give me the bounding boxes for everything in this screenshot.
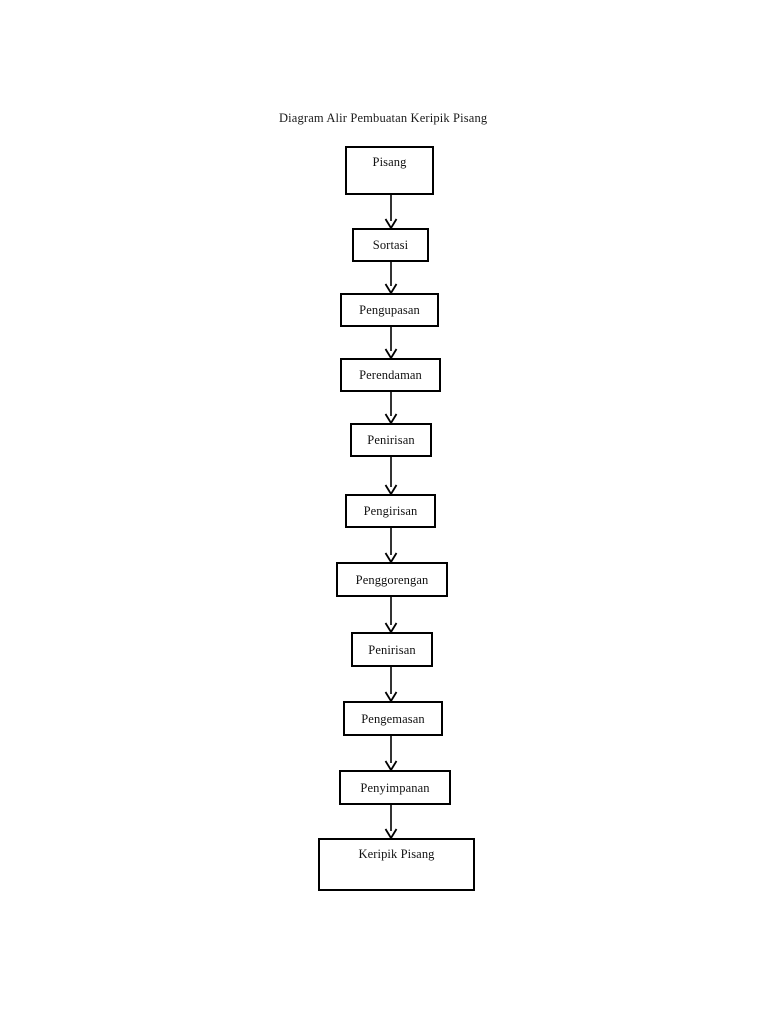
flow-node-keripik-pisang[interactable]: Keripik Pisang	[318, 838, 475, 891]
flow-node-penyimpanan[interactable]: Penyimpanan	[339, 770, 451, 805]
flow-node-penggorengan[interactable]: Penggorengan	[336, 562, 448, 597]
flow-node-label: Perendaman	[359, 368, 422, 382]
arrow-down-icon	[383, 667, 399, 703]
arrow-down-icon	[383, 262, 399, 295]
flow-node-label: Pisang	[372, 155, 407, 169]
arrow-down-icon	[383, 736, 399, 772]
flow-node-pengemasan[interactable]: Pengemasan	[343, 701, 443, 736]
flow-node-label: Pengemasan	[361, 711, 425, 726]
flow-node-pengirisan[interactable]: Pengirisan	[345, 494, 436, 528]
arrow-down-icon	[383, 528, 399, 564]
flow-node-label: Pengupasan	[359, 303, 420, 317]
page-title: Diagram Alir Pembuatan Keripik Pisang	[279, 111, 488, 125]
arrow-down-icon	[383, 327, 399, 360]
arrow-down-icon	[383, 457, 399, 496]
arrow-down-icon	[383, 805, 399, 840]
flow-node-label: Penirisan	[368, 642, 416, 657]
flow-node-perendaman[interactable]: Perendaman	[340, 358, 441, 392]
flow-node-penirisan-1[interactable]: Penirisan	[350, 423, 432, 457]
flow-node-label: Sortasi	[372, 238, 409, 252]
arrow-down-icon	[383, 392, 399, 425]
flow-node-label: Penyimpanan	[360, 780, 430, 795]
flow-node-pisang[interactable]: Pisang	[345, 146, 434, 195]
arrow-down-icon	[383, 597, 399, 634]
flow-node-label: Pengirisan	[363, 504, 418, 518]
flow-node-label: Penirisan	[367, 433, 415, 447]
flow-node-label: Keripik Pisang	[358, 847, 435, 861]
flow-node-sortasi[interactable]: Sortasi	[352, 228, 429, 262]
flow-node-penirisan-2[interactable]: Penirisan	[351, 632, 433, 667]
flow-node-pengupasan[interactable]: Pengupasan	[340, 293, 439, 327]
flow-node-label: Penggorengan	[355, 572, 429, 587]
arrow-down-icon	[383, 195, 399, 230]
